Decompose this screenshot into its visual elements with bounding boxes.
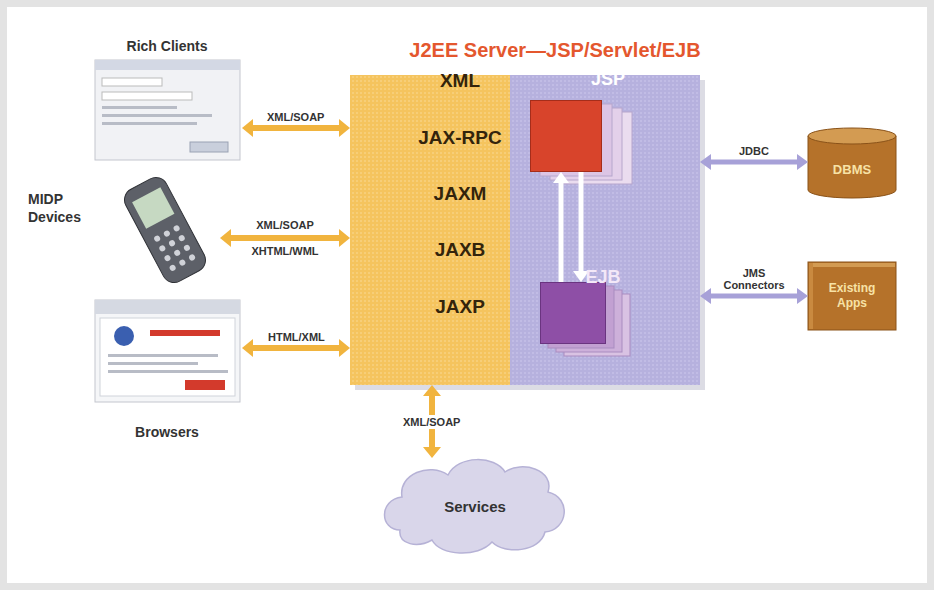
connector-label: JDBC <box>739 145 769 157</box>
connector-line <box>253 125 339 131</box>
arrow-head <box>242 119 253 137</box>
jsp-box: JSP <box>530 100 602 172</box>
connector-label: XML/SOAP <box>399 415 464 429</box>
phone-key <box>158 244 166 252</box>
arrow-head <box>700 154 711 170</box>
device-box: MIDP Devices <box>28 168 220 288</box>
api-label: JAX-RPC <box>418 127 501 149</box>
phone-key <box>168 239 176 247</box>
database-cylinder <box>808 136 896 198</box>
api-label: JAXP <box>435 296 485 318</box>
phone-key <box>173 249 181 257</box>
phone-body <box>120 173 209 286</box>
text-line <box>108 370 228 373</box>
arrow-head <box>700 288 711 304</box>
phone-key <box>188 253 196 261</box>
api-label: JAXB <box>435 239 486 261</box>
browser-box: Browsers <box>92 298 242 440</box>
connector-line <box>559 183 564 282</box>
title-bar <box>95 60 240 70</box>
text-line <box>108 354 218 357</box>
connector-arrow <box>573 172 589 282</box>
container-panel <box>510 75 700 385</box>
client-label: MIDP Devices <box>28 190 108 226</box>
connector-arrow <box>553 172 569 282</box>
text-line <box>102 114 212 117</box>
connector-line <box>711 294 797 299</box>
phone-key <box>163 254 171 262</box>
connector-line <box>231 235 339 241</box>
input-field <box>102 78 162 86</box>
client-label: Browsers <box>135 424 199 440</box>
banner <box>150 330 220 336</box>
connector-line <box>579 172 584 271</box>
phone-key <box>183 244 191 252</box>
system-label: Existing Apps <box>821 281 883 311</box>
arrow-head <box>339 119 350 137</box>
phone-key <box>163 229 171 237</box>
system-box <box>808 262 896 330</box>
arrow-head <box>339 339 350 357</box>
arrow-head <box>423 447 441 458</box>
browser-window <box>95 300 240 402</box>
api-label: XML <box>440 70 480 92</box>
arrow-head <box>220 229 231 247</box>
bevel <box>809 263 813 329</box>
text-line <box>102 106 177 109</box>
text-line <box>102 122 197 125</box>
arrow-head <box>553 172 569 183</box>
client-label: Rich Clients <box>127 38 208 54</box>
app-window <box>95 60 240 160</box>
connector-label: HTML/XML <box>268 331 325 343</box>
phone-key <box>169 264 177 272</box>
cloud-shape <box>385 460 565 553</box>
database-label: DBMS <box>833 162 871 177</box>
phone-icon <box>120 173 209 286</box>
system-node: Existing Apps <box>808 262 896 330</box>
component-label: EJB <box>585 267 620 288</box>
arrow-head <box>339 229 350 247</box>
server-title: J2EE Server—JSP/Servlet/EJB <box>409 39 700 62</box>
ejb-box: EJB <box>540 282 606 344</box>
arrow-head <box>797 154 808 170</box>
button <box>190 142 228 152</box>
phone-key <box>178 234 186 242</box>
service-label: Services <box>444 498 506 515</box>
connector-line <box>253 345 339 351</box>
arrow-head <box>423 385 441 396</box>
text-line <box>108 362 198 365</box>
connector-line <box>711 160 797 165</box>
connector-label: XML/SOAP <box>267 111 324 123</box>
bevel <box>809 263 895 267</box>
component-label: JSP <box>591 69 625 90</box>
database-node: DBMS <box>808 128 896 198</box>
phone-key <box>173 224 181 232</box>
input-field <box>102 92 192 100</box>
phone-screen <box>132 187 174 229</box>
client-box: Rich Clients <box>92 38 242 163</box>
arrow-head <box>797 288 808 304</box>
connector-label: JMS Connectors <box>719 267 789 291</box>
cloud-node: Services <box>385 458 565 554</box>
toolbar <box>95 300 240 314</box>
api-panel <box>350 75 510 385</box>
api-label: JAXM <box>434 183 487 205</box>
cylinder-top <box>808 128 896 144</box>
web-page <box>100 318 235 396</box>
arrow-head <box>242 339 253 357</box>
banner <box>185 380 225 390</box>
phone-key <box>153 235 161 243</box>
connector-arrow <box>220 229 350 247</box>
server-box: J2EE Server—JSP/Servlet/EJBXMLJAX-RPCJAX… <box>350 75 700 385</box>
phone-key <box>178 259 186 267</box>
connector-label: XML/SOAP XHTML/WML <box>243 212 327 264</box>
logo <box>114 326 134 346</box>
api-panel: XMLJAX-RPCJAXMJAXBJAXP <box>350 75 510 385</box>
